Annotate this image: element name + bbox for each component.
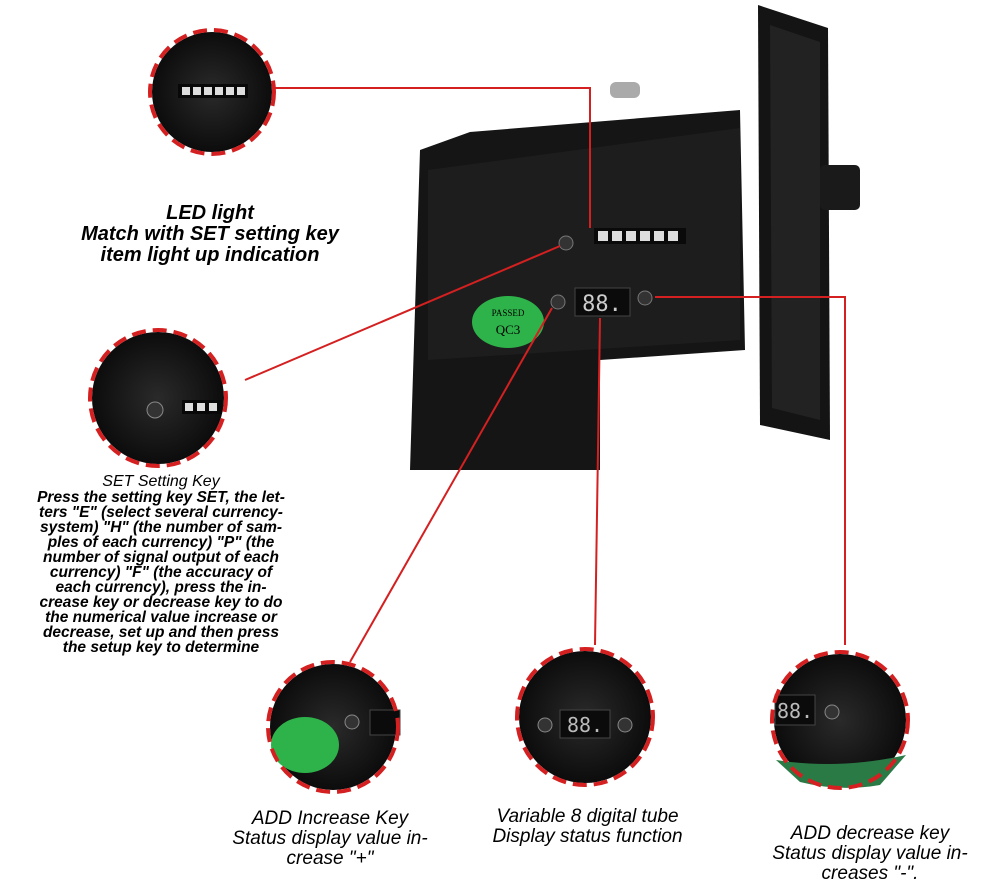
label-title: Variable 8 digital tube xyxy=(496,806,679,827)
label-line: the numerical value increase or xyxy=(45,608,277,626)
zoom-circle-led xyxy=(148,28,276,156)
svg-text:PASSED: PASSED xyxy=(492,308,525,318)
label-line: system) "H" (the number of sam- xyxy=(39,518,283,536)
label-line: item light up indication xyxy=(100,244,320,266)
label-line: the setup key to determine xyxy=(62,638,260,656)
led-light-label: LED light Match with SET setting key ite… xyxy=(40,203,380,266)
label-line: crease "+" xyxy=(286,847,374,869)
increase-key xyxy=(550,294,566,310)
label-line: Status display value in- xyxy=(772,842,968,864)
label-line: ters "E" (select several currency- xyxy=(39,503,283,521)
leader-lines xyxy=(244,87,846,663)
label-line: number of signal output of each xyxy=(43,548,279,566)
decrease-key xyxy=(637,290,653,306)
svg-text:QC3: QC3 xyxy=(496,322,521,337)
zoom-circle-digital-tube: 88. xyxy=(515,647,655,787)
label-line: each currency), press the in- xyxy=(55,578,267,596)
svg-text:88.: 88. xyxy=(567,713,603,737)
metal-pin xyxy=(610,82,640,98)
label-title: SET Setting Key xyxy=(102,473,220,490)
label-line: Match with SET setting key xyxy=(81,223,339,245)
label-line: Display status function xyxy=(492,825,683,847)
label-line: creases "-". xyxy=(821,862,919,884)
label-line: currency) "F" (the accuracy of xyxy=(49,563,273,581)
label-line: decrease, set up and then press xyxy=(42,623,280,641)
svg-text:88.: 88. xyxy=(582,292,622,317)
label-title: LED light xyxy=(166,202,254,224)
zoom-circle-increase-key xyxy=(266,660,401,794)
label-title: ADD Increase Key xyxy=(251,808,409,829)
label-line: ples of each currency) "P" (the xyxy=(47,533,275,551)
set-key-label: SET Setting Key Press the setting key SE… xyxy=(0,474,322,655)
label-line: crease key or decrease key to do xyxy=(39,593,283,611)
digital-display xyxy=(574,287,631,317)
qc-passed-badge xyxy=(472,296,544,348)
zoom-circle-set-key xyxy=(88,328,228,468)
digital-tube-label: Variable 8 digital tube Display status f… xyxy=(440,807,735,847)
coin-acceptor-device: 88. PASSED QC3 xyxy=(410,5,860,470)
add-increase-label: ADD Increase Key Status display value in… xyxy=(175,809,485,869)
zoom-circle-decrease-key: 88. xyxy=(770,650,910,790)
label-line: Status display value in- xyxy=(232,827,428,849)
led-row xyxy=(594,228,686,244)
label-line: Press the setting key SET, the let- xyxy=(37,488,285,506)
add-decrease-label: ADD decrease key Status display value in… xyxy=(735,824,1000,884)
svg-text:88.: 88. xyxy=(777,699,813,723)
set-key xyxy=(558,235,574,251)
label-title: ADD decrease key xyxy=(790,823,950,844)
